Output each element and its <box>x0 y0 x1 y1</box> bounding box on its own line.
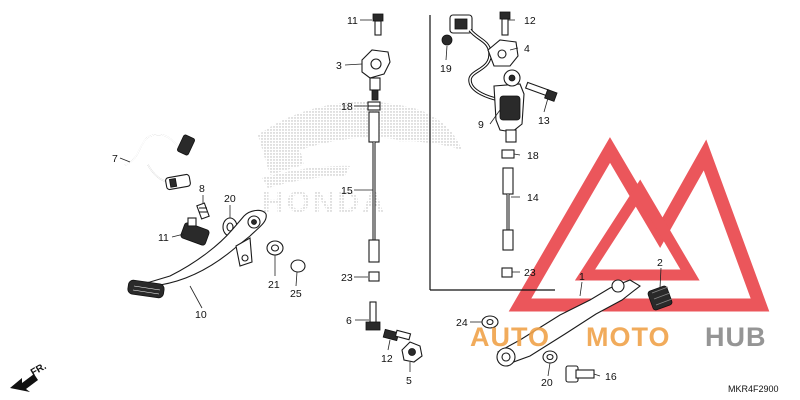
callout-7: 7 <box>112 153 118 165</box>
callout-14: 16 <box>605 371 617 383</box>
honda-logo-text: HONDA <box>262 186 387 219</box>
callout-20-right: 20 <box>541 377 553 389</box>
callout-18-center: 18 <box>341 101 353 113</box>
callout-1: 1 <box>579 271 585 283</box>
part-4-bracket <box>487 39 519 67</box>
part-6-bolt <box>365 301 381 331</box>
callout-13: 12 <box>381 353 393 365</box>
callout-16: 15 <box>341 185 353 197</box>
watermark-auto: AUTO <box>470 322 550 352</box>
callout-24: 24 <box>456 317 468 329</box>
callout-11: 11 <box>158 232 169 244</box>
part-18-nut-right <box>501 149 515 159</box>
watermark-hub: HUB <box>705 322 767 352</box>
callout-20-left: 20 <box>224 193 236 205</box>
part-2-rubber <box>647 285 673 311</box>
callout-8: 8 <box>199 183 205 195</box>
callout-23-right: 23 <box>524 267 536 279</box>
diagram-code: MKR4F2900 <box>728 384 779 394</box>
part-12-bolt-top-right <box>499 11 511 36</box>
part-15-bolt <box>524 81 558 102</box>
callout-9: 9 <box>478 119 484 131</box>
callout-21: 21 <box>268 279 280 291</box>
callout-23-center: 23 <box>341 272 353 284</box>
part-9-shift-sensor <box>493 69 525 143</box>
leader-lines <box>119 19 662 377</box>
part-3-joint <box>361 49 391 101</box>
callout-3: 3 <box>336 60 342 72</box>
part-13-bolt <box>382 328 412 342</box>
honda-wing-logo <box>258 101 462 188</box>
part-23-nut-right <box>501 267 513 278</box>
callout-5: 5 <box>406 375 412 387</box>
watermark-triangle-logo <box>508 137 770 312</box>
part-17-rod-right <box>502 167 514 251</box>
part-11-sensor <box>180 217 210 246</box>
assembly-box-lines <box>429 15 555 291</box>
watermark-text: AUTO MOTO HUB <box>470 322 767 352</box>
part-10-shift-pedal <box>127 209 267 299</box>
part-12-bolt-top-center <box>372 13 384 36</box>
callout-numbers: 11 3 18 15 23 6 12 5 7 8 20 11 10 21 25 … <box>112 15 663 389</box>
callout-17: 14 <box>527 192 539 204</box>
callout-2: 2 <box>657 257 663 269</box>
front-direction-label: FR. <box>29 361 49 379</box>
callout-18-right: 18 <box>527 150 539 162</box>
part-16-link-rod <box>368 111 380 263</box>
part-25-clip <box>290 259 306 273</box>
callout-25: 25 <box>290 288 302 300</box>
part-7-harness <box>124 133 195 191</box>
part-21-washer <box>266 240 284 256</box>
part-20-washer-right <box>542 350 558 364</box>
callout-10: 10 <box>195 309 207 321</box>
part-19-grommet <box>441 34 453 46</box>
part-23-nut-center <box>368 271 380 282</box>
callout-6: 6 <box>346 315 352 327</box>
part-18-nut-center <box>367 101 381 111</box>
front-direction-arrow <box>10 374 38 392</box>
part-14-bolt <box>565 365 595 383</box>
callout-12-right: 12 <box>524 15 536 27</box>
callout-4: 4 <box>524 43 530 55</box>
callout-15: 13 <box>538 115 550 127</box>
callout-19: 19 <box>440 63 452 75</box>
watermark-moto: MOTO <box>586 322 671 352</box>
part-5-joint-lower <box>401 341 423 363</box>
part-1-shift-arm <box>496 279 641 367</box>
part-8-bolt <box>196 202 210 220</box>
part-connector-top <box>449 14 473 34</box>
callout-12-center: 11 <box>347 15 358 27</box>
part-sensor-cable <box>468 28 501 102</box>
